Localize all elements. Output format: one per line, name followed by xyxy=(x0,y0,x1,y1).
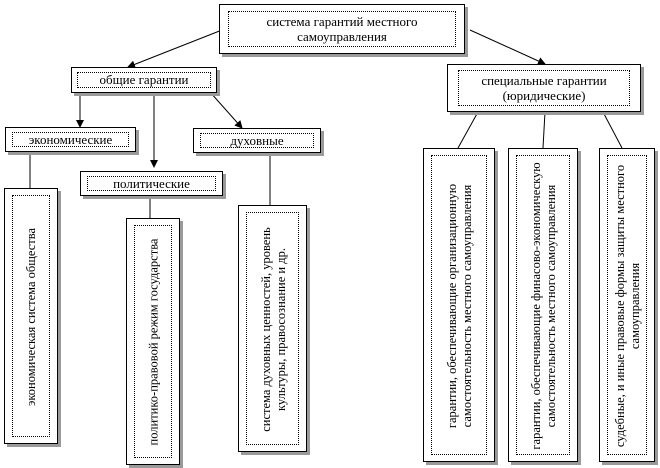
root-box: система гарантий местного самоуправления xyxy=(219,4,465,54)
special-item-1-box: гарантии, обеспечивающие организационную… xyxy=(423,148,495,462)
spiritual-detail-text: система духовных ценностей, уровень куль… xyxy=(258,227,288,432)
special-guarantees-label: специальные гарантии (юридические) xyxy=(458,70,630,106)
special-item-2-frame: гарантии, обеспечивающие финасово-эконом… xyxy=(516,155,570,455)
political-detail-text: политико-правовой режим государства xyxy=(146,238,160,446)
general-guarantees-label: общие гарантии xyxy=(77,72,211,88)
special-item-3-box: судебные, и иные правовые формы защиты м… xyxy=(599,148,655,462)
economic-box: экономические xyxy=(5,127,136,152)
special-item-1-frame: гарантии, обеспечивающие организационную… xyxy=(431,155,487,455)
special-guarantees-box: специальные гарантии (юридические) xyxy=(447,64,641,112)
special-item-2-text: гарантии, обеспечивающие финасово-эконом… xyxy=(529,162,558,450)
economic-detail-frame: экономическая система общества xyxy=(12,195,50,437)
arrow-root-to-special xyxy=(469,29,546,65)
special-item-3-frame: судебные, и иные правовые формы защиты м… xyxy=(607,155,647,455)
economic-detail-text: экономическая система общества xyxy=(23,227,38,407)
spiritual-detail-box: система духовных ценностей, уровень куль… xyxy=(238,205,307,452)
economic-detail-box: экономическая система общества xyxy=(4,188,58,444)
arrow-root-to-general xyxy=(127,29,223,69)
political-box: политические xyxy=(80,171,223,196)
spiritual-label: духовные xyxy=(200,133,314,148)
spiritual-detail-frame: система духовных ценностей, уровень куль… xyxy=(246,212,299,445)
general-guarantees-box: общие гарантии xyxy=(71,67,217,93)
line-special-to-item-3 xyxy=(602,111,623,149)
special-item-3-text: судебные, и иные правовые формы защиты м… xyxy=(613,164,642,448)
special-item-1-text: гарантии, обеспечивающие организационную… xyxy=(445,183,474,429)
root-label: система гарантий местного самоуправления xyxy=(228,11,456,47)
spiritual-box: духовные xyxy=(193,128,321,153)
political-detail-box: политико-правовой режим государства xyxy=(126,218,180,465)
line-special-to-item-2 xyxy=(542,111,546,149)
political-detail-frame: политико-правовой режим государства xyxy=(134,225,172,458)
special-item-2-box: гарантии, обеспечивающие финасово-эконом… xyxy=(508,148,578,462)
economic-label: экономические xyxy=(12,132,129,147)
arrow-general-to-spiritual xyxy=(209,91,243,129)
line-special-to-item-1 xyxy=(457,111,479,149)
political-label: политические xyxy=(87,176,216,191)
